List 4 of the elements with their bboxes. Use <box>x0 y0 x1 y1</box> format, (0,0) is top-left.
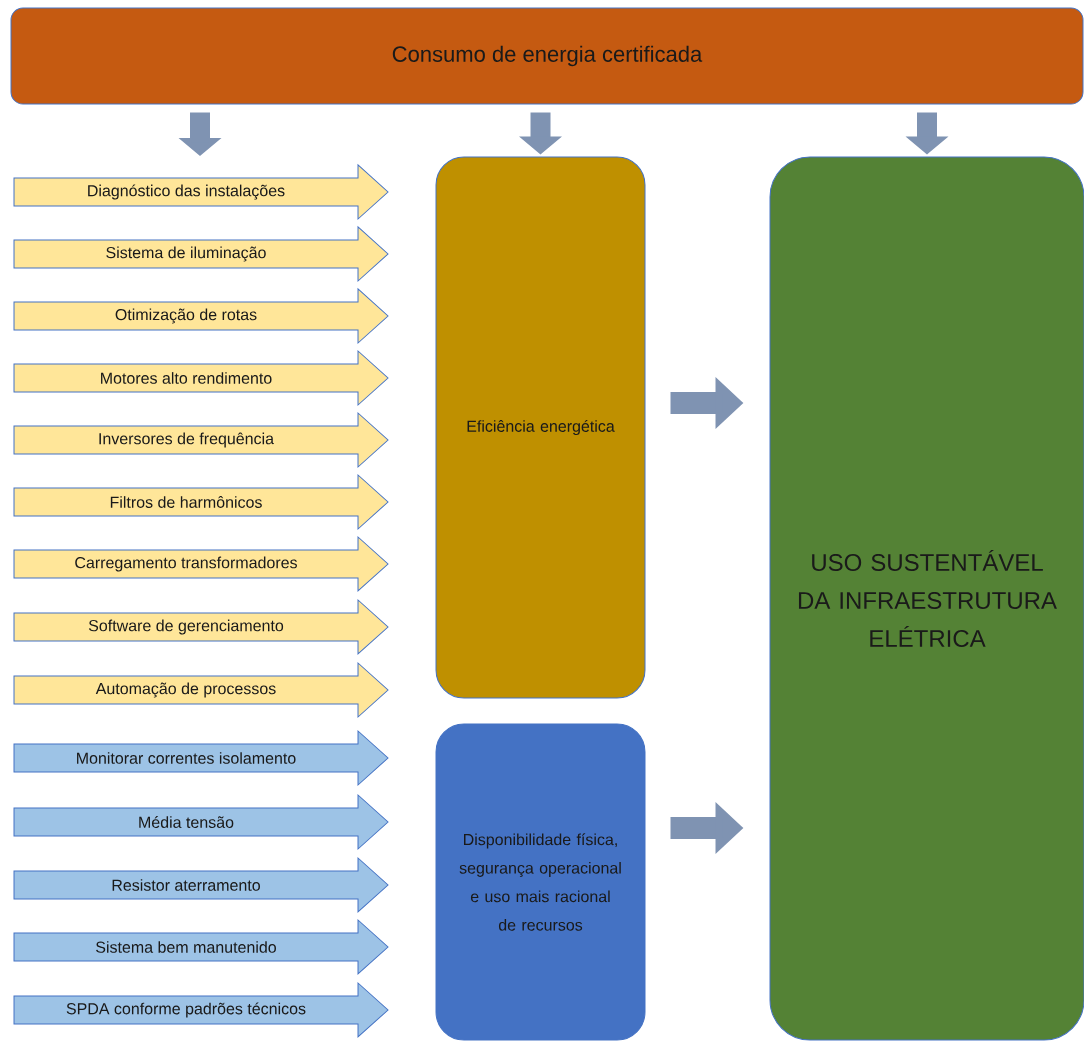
rounded-box: USO SUSTENTÁVEL DA INFRAESTRUTURA ELÉTRICA <box>769 156 1084 1041</box>
rounded-box: Eficiência energética <box>435 156 646 699</box>
title-banner: Consumo de energia certificada <box>10 7 1084 105</box>
rounded-box: Disponibilidade física, segurança operacional e uso mais racional de recursos <box>435 723 646 1041</box>
